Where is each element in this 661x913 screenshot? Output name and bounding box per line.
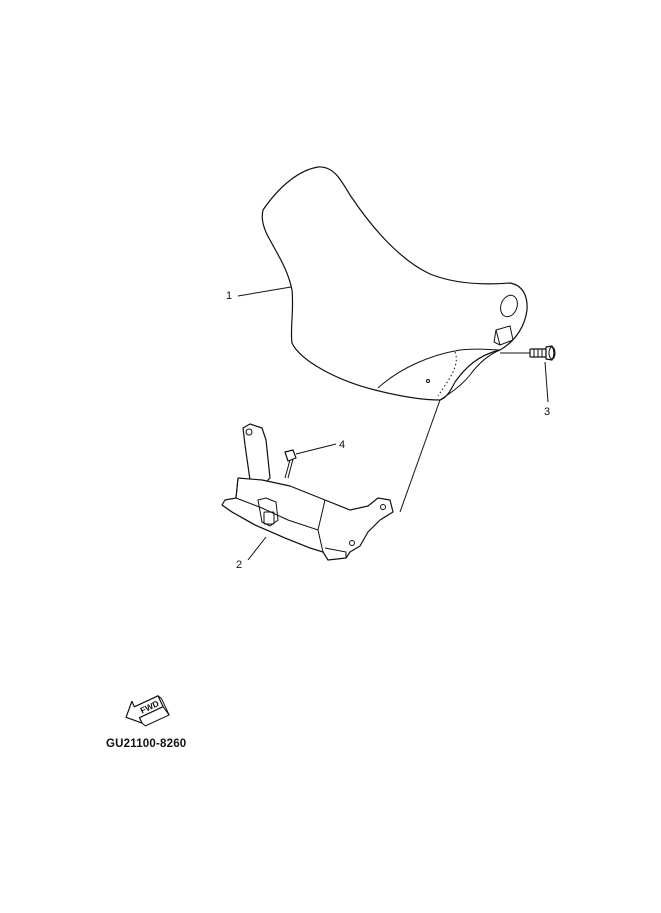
callout-2: 2: [236, 559, 242, 571]
diagram-code: GU21100-8260: [106, 738, 186, 750]
seat-part: [237, 166, 528, 401]
fwd-arrow-icon: FWD: [125, 695, 170, 727]
callout-3: 3: [544, 406, 550, 418]
screw-part: [284, 443, 337, 479]
callout-4: 4: [339, 439, 345, 451]
bolt-part: [500, 345, 556, 403]
bracket-part: [221, 399, 441, 561]
callout-1: 1: [226, 290, 232, 302]
